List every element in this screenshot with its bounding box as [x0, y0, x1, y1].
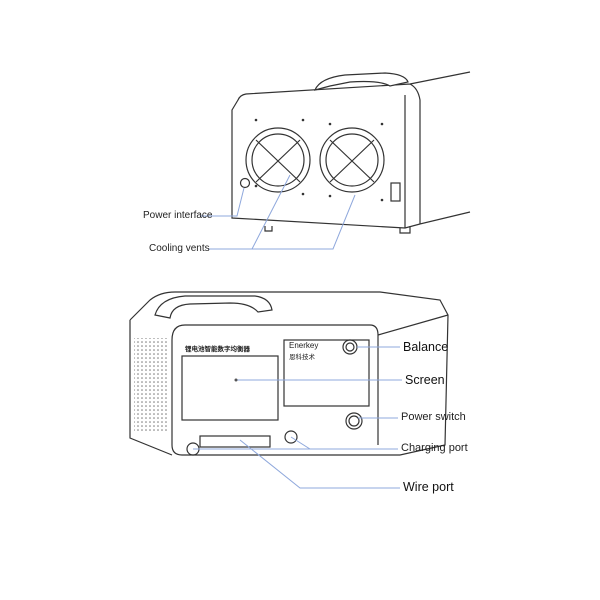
label-power-interface: Power interface	[143, 210, 213, 221]
front-view-device	[129, 291, 449, 456]
balance-knob	[342, 339, 358, 355]
label-balance: Balance	[403, 340, 449, 354]
brand-logo: Enerkey	[289, 341, 319, 350]
power-interface-port	[239, 177, 251, 189]
charging-port	[284, 430, 298, 444]
brand-cn: 恩科技术	[289, 354, 315, 361]
callout-lines	[193, 174, 402, 489]
side-vents	[134, 338, 168, 433]
wire-port-strip	[199, 435, 271, 448]
label-charging-port: Charging port	[401, 442, 468, 454]
screen-frame	[181, 355, 279, 421]
label-cooling-vents: Cooling vents	[149, 243, 210, 254]
power-switch	[345, 412, 363, 430]
rear-view-device	[231, 71, 471, 234]
label-screen: Screen	[405, 373, 445, 387]
label-power-switch: Power switch	[401, 411, 466, 423]
panel-title: 锂电池智能数字均衡器	[185, 346, 250, 353]
cooling-fan-right	[319, 127, 385, 193]
cooling-fan-left	[245, 127, 311, 193]
label-wire-port: Wire port	[403, 480, 454, 494]
